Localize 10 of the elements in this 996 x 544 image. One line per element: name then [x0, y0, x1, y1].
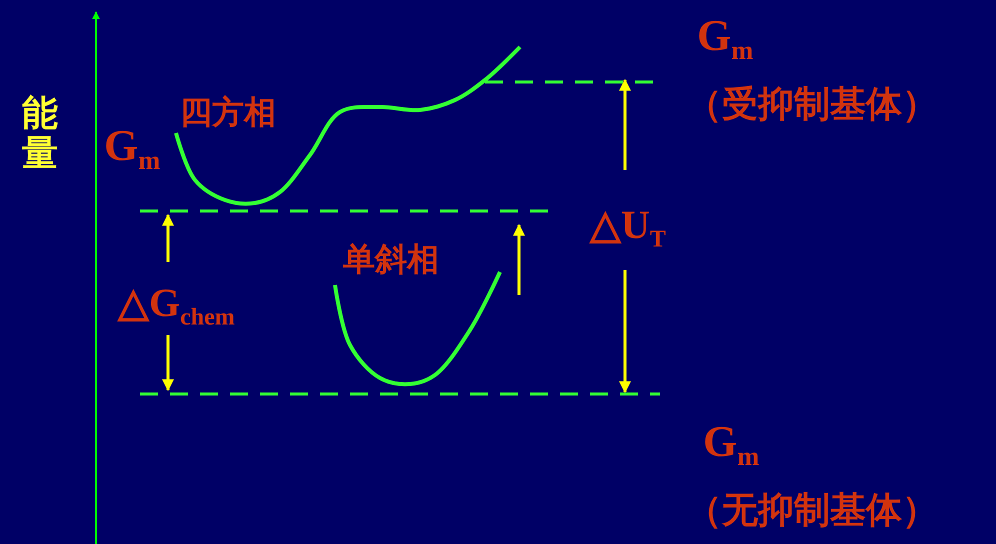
energy-difference-label: △G$_{chem}$: [118, 283, 235, 330]
phase-label: 单斜相: [343, 243, 439, 275]
axis-label: 能量: [22, 94, 58, 174]
condition-label: （受抑制基体）: [686, 86, 938, 122]
energy-difference-label: △U$_{T}$: [590, 205, 666, 252]
phase-label: 四方相: [180, 96, 276, 128]
symbol-label: G$_{m}$: [697, 14, 754, 64]
symbol-label: G$_{m}$: [104, 124, 160, 174]
condition-label: （无抑制基体）: [686, 492, 938, 528]
symbol-label: G$_{m}$: [703, 420, 760, 470]
